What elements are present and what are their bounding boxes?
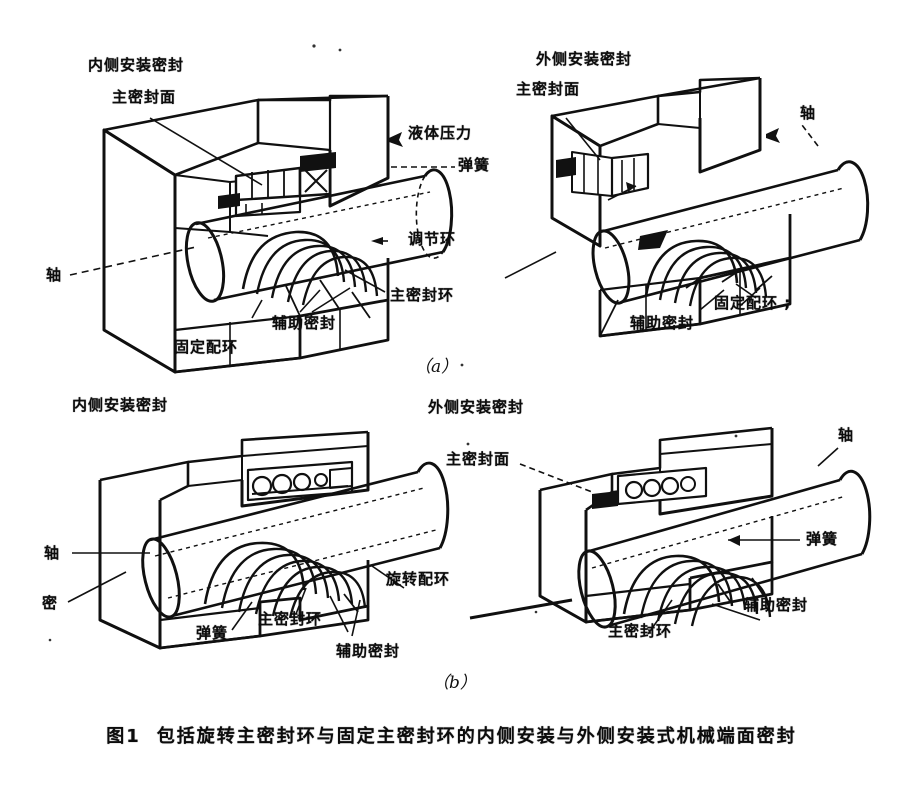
panel-a-adjusting-ring: 调节环 bbox=[408, 230, 457, 248]
panel-a-right-leaders bbox=[504, 117, 819, 311]
panel-b-left-seal: 密 bbox=[42, 594, 59, 612]
panel-a-main-seal-ring: 主密封环 bbox=[390, 286, 455, 304]
panel-b-right-spring: 弹簧 bbox=[806, 530, 839, 548]
panel-b-right-auxiliary-seal: 辅助密封 bbox=[744, 596, 809, 614]
panel-b-left-leaders bbox=[67, 552, 405, 637]
panel-a-right-auxiliary-seal: 辅助密封 bbox=[630, 314, 695, 332]
panel-b-left-main-seal-ring: 主密封环 bbox=[258, 610, 323, 628]
figure-caption-text: 包括旋转主密封环与固定主密封环的内侧安装与外侧安装式机械端面密封 bbox=[156, 726, 797, 747]
panel-a-left-title: 内侧安装密封 bbox=[88, 56, 185, 74]
figure-caption-number: 图1 bbox=[106, 726, 141, 747]
panel-b-right-title: 外侧安装密封 bbox=[428, 398, 525, 416]
panel-a-right-title: 外侧安装密封 bbox=[536, 50, 633, 68]
panel-b-left-spring: 弹簧 bbox=[196, 624, 229, 642]
panel-a-left-auxiliary-seal: 辅助密封 bbox=[272, 314, 337, 332]
panel-b-right-main-seal-ring: 主密封环 bbox=[608, 622, 673, 640]
panel-a-left-assembly bbox=[102, 94, 454, 374]
panel-b-right-shaft: 轴 bbox=[838, 426, 855, 444]
panel-b-right-leaders bbox=[519, 447, 839, 635]
panel-a-right-shaft: 轴 bbox=[800, 104, 817, 122]
panel-a-fluid-pressure: 液体压力 bbox=[408, 124, 473, 142]
panel-b-left-rotating-mating-ring: 旋转配环 bbox=[386, 570, 451, 588]
subcaption-a: （a） bbox=[414, 357, 459, 377]
panel-b-right-main-seal-face: 主密封面 bbox=[446, 450, 511, 468]
fluid-pressure-arrow bbox=[389, 132, 403, 147]
panel-a-right-spring-arrow bbox=[607, 182, 637, 201]
panel-a-main-seal-ring-leader bbox=[344, 269, 386, 293]
panel-a-right-fixed-ring-leader bbox=[735, 283, 757, 299]
panel-a-left-leaders bbox=[69, 117, 351, 319]
panel-a-left-main-seal-face: 主密封面 bbox=[112, 88, 177, 106]
panel-b-left-shaft: 轴 bbox=[44, 544, 61, 562]
panel-a-left-shaft: 轴 bbox=[46, 266, 63, 284]
print-specks bbox=[48, 44, 738, 642]
subcaption-b: （b） bbox=[432, 673, 477, 693]
figure-caption: 图1 包括旋转主密封环与固定主密封环的内侧安装与外侧安装式机械端面密封 bbox=[0, 722, 903, 748]
panel-a-right-main-seal-face: 主密封面 bbox=[516, 80, 581, 98]
panel-a-right-assembly bbox=[550, 76, 870, 338]
panel-a-right-pressure-arrow bbox=[766, 128, 780, 143]
panel-a-right-fixed-mating-ring: 固定配环 ; bbox=[714, 294, 792, 312]
panel-b-left-assembly bbox=[98, 430, 450, 650]
panel-a-spring: 弹簧 bbox=[458, 156, 491, 174]
panel-b-left-auxiliary-seal: 辅助密封 bbox=[336, 642, 401, 660]
panel-a-left-fixed-mating-ring: 固定配环 bbox=[174, 338, 239, 356]
panel-b-left-title: 内侧安装密封 bbox=[72, 396, 169, 414]
panel-b-right-assembly bbox=[469, 426, 872, 629]
panel-a-adjusting-ring-leader bbox=[371, 237, 388, 245]
